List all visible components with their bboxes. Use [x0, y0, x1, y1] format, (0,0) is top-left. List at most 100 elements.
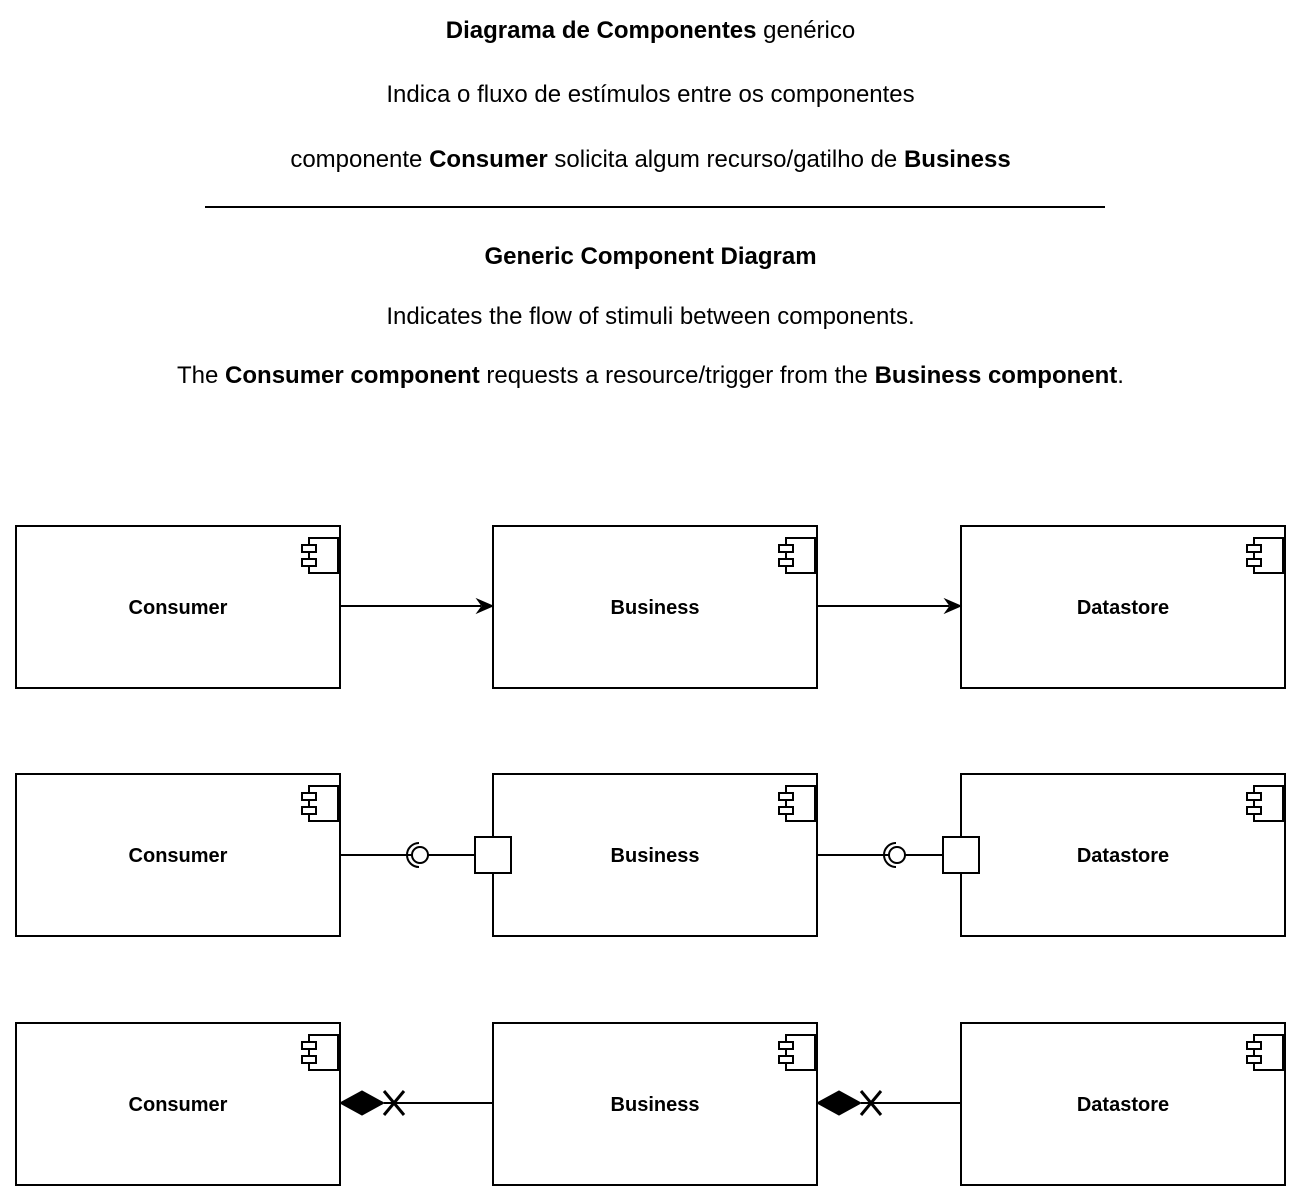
component-datastore: Datastore [960, 525, 1286, 689]
dependency-arrow [340, 597, 495, 615]
component-box [960, 773, 1286, 937]
pt-req-consumer: Consumer [429, 146, 548, 173]
component-icon [301, 1034, 339, 1071]
component-box [492, 773, 818, 937]
component-icon-tab [1246, 792, 1262, 801]
component-icon-body [1253, 1034, 1284, 1071]
pt-title-rest: genérico [756, 17, 856, 44]
pt-req-part: componente [290, 146, 430, 173]
en-title: Generic Component Diagram [0, 242, 1301, 272]
component-consumer: Consumer [15, 773, 341, 937]
arrow-head [943, 597, 963, 615]
component-label: Datastore [1077, 597, 1169, 619]
component-icon-body [785, 785, 816, 822]
component-icon-body [308, 1034, 339, 1071]
component-icon-tab [1246, 806, 1262, 815]
pt-description: Indica o fluxo de estímulos entre os com… [386, 81, 915, 108]
component-business: Business [492, 1022, 818, 1186]
non-navigable-x [859, 1090, 883, 1116]
component-icon [778, 785, 816, 822]
en-req-consumer: Consumer component [225, 362, 480, 389]
component-label: Consumer [129, 597, 228, 619]
en-title-bold: Generic Component Diagram [484, 243, 817, 270]
component-icon [1246, 537, 1284, 574]
component-icon-tab [301, 792, 317, 801]
component-icon-body [1253, 785, 1284, 822]
component-icon [301, 537, 339, 574]
component-icon [778, 1034, 816, 1071]
component-icon-body [785, 1034, 816, 1071]
pt-req-part: solicita algum recurso/gatilho de [547, 146, 904, 173]
component-icon-body [308, 537, 339, 574]
component-box [15, 525, 341, 689]
component-icon-tab [1246, 558, 1262, 567]
component-box [492, 525, 818, 689]
component-icon [1246, 1034, 1284, 1071]
composition-diamond [338, 1090, 386, 1116]
pt-title-bold: Diagrama de Componentes [445, 17, 757, 44]
component-label: Datastore [1077, 845, 1169, 867]
component-box [492, 1022, 818, 1186]
component-icon-tab [301, 806, 317, 815]
component-label: Consumer [129, 845, 228, 867]
component-box [960, 525, 1286, 689]
composition-connector [338, 1090, 493, 1116]
component-icon-tab [301, 558, 317, 567]
component-icon-body [308, 785, 339, 822]
component-datastore: Datastore [960, 1022, 1286, 1186]
composition-connector [815, 1090, 961, 1116]
component-icon-tab [1246, 1041, 1262, 1050]
en-req-part: . [1117, 362, 1124, 389]
component-business: Business [492, 773, 818, 937]
lollipop-circle [411, 846, 429, 864]
component-icon-tab [301, 1041, 317, 1050]
component-label: Business [611, 597, 700, 619]
component-icon-tab [1246, 1055, 1262, 1064]
component-box [15, 773, 341, 937]
component-icon-tab [301, 1055, 317, 1064]
divider-line [205, 206, 1105, 208]
en-request-text: The Consumer component requests a resour… [0, 361, 1301, 391]
lollipop-circle [888, 846, 906, 864]
component-consumer: Consumer [15, 525, 341, 689]
component-icon-body [785, 537, 816, 574]
pt-req-business: Business [903, 146, 1011, 173]
component-box [960, 1022, 1286, 1186]
component-datastore: Datastore [960, 773, 1286, 937]
component-label: Consumer [129, 1094, 228, 1116]
component-icon [778, 537, 816, 574]
component-icon-tab [1246, 544, 1262, 553]
socket-arc [406, 842, 420, 868]
composition-diamond [815, 1090, 863, 1116]
en-req-part: The [177, 362, 226, 389]
pt-request-text: componente Consumer solicita algum recur… [0, 145, 1301, 175]
component-icon [1246, 785, 1284, 822]
component-icon-body [1253, 537, 1284, 574]
component-icon-tab [778, 544, 794, 553]
socket-arc [883, 842, 897, 868]
non-navigable-x [382, 1090, 406, 1116]
en-description: Indicates the flow of stimuli between co… [386, 303, 915, 330]
component-icon-tab [778, 1055, 794, 1064]
component-label: Datastore [1077, 1094, 1169, 1116]
arrow-head [475, 597, 495, 615]
component-icon-tab [778, 792, 794, 801]
component-label: Business [611, 845, 700, 867]
component-label: Business [611, 1094, 700, 1116]
component-box [15, 1022, 341, 1186]
component-icon-tab [301, 544, 317, 553]
dependency-arrow [817, 597, 963, 615]
pt-title: Diagrama de Componentes genérico [0, 16, 1301, 46]
en-req-part: requests a resource/trigger from the [479, 362, 875, 389]
component-icon-tab [778, 558, 794, 567]
component-consumer: Consumer [15, 1022, 341, 1186]
component-business: Business [492, 525, 818, 689]
component-icon-tab [778, 806, 794, 815]
interface-connector [817, 836, 980, 874]
interface-connector [340, 836, 512, 874]
component-icon [301, 785, 339, 822]
component-icon-tab [778, 1041, 794, 1050]
port-square [942, 836, 980, 874]
port-square [474, 836, 512, 874]
